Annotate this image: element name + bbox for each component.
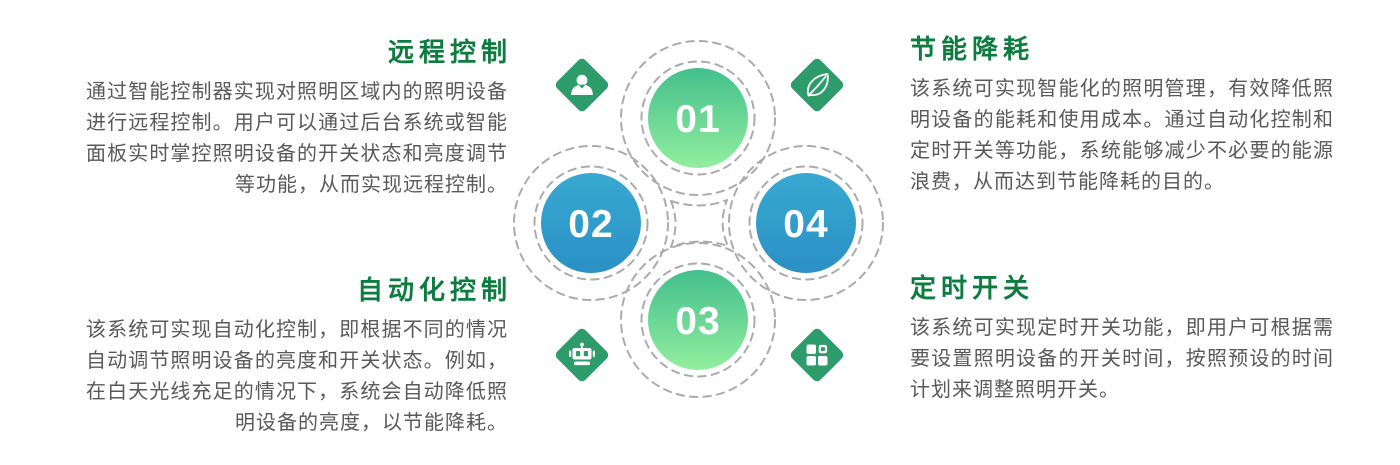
user-icon <box>571 74 593 95</box>
inner-dashed-ring-02 <box>533 165 649 281</box>
feature-body-energy-saving: 该系统可实现智能化的照明管理，有效降低照明设备的能耗和使用成本。通过自动化控制和… <box>910 78 1334 193</box>
feature-title-automation-control: 自动化控制 <box>356 275 512 305</box>
feature-body-automation-control: 该系统可实现自动化控制，即根据不同的情况自动调节照明设备的亮度和开关状态。例如，… <box>86 319 508 434</box>
feature-body-remote-control: 通过智能控制器实现对照明区域内的照明设备进行远程控制。用户可以通过后台系统或智能… <box>86 81 508 196</box>
center-diagram: 01 02 04 03 <box>500 0 900 465</box>
diamond-badge-bottom-right <box>790 328 844 382</box>
apps-grid-icon <box>806 344 828 366</box>
outer-dashed-ring-04 <box>728 145 884 301</box>
feature-block-timed-switch: 定时开关 该系统可实现定时开关功能，即用户可根据需要设置照明设备的开关时间，按照… <box>910 274 1334 406</box>
diamond-badge-top-right <box>790 58 844 112</box>
robot-icon <box>569 342 595 366</box>
feature-title-timed-switch: 定时开关 <box>910 273 1035 303</box>
feature-body-timed-switch: 该系统可实现定时开关功能，即用户可根据需要设置照明设备的开关时间，按照预设的时间… <box>910 317 1334 401</box>
node-circle-03 <box>648 270 748 370</box>
outer-dashed-ring-03 <box>620 242 776 398</box>
feature-block-remote-control: 远程控制 通过智能控制器实现对照明区域内的照明设备进行远程控制。用户可以通过后台… <box>86 38 507 201</box>
center-dashed-square <box>670 199 729 248</box>
inner-dashed-ring-03 <box>640 262 756 378</box>
node-circle-02 <box>541 173 641 273</box>
node-number-04: 04 <box>783 203 828 246</box>
leaf-icon <box>807 73 829 97</box>
feature-title-remote-control: 远程控制 <box>387 37 512 67</box>
node-number-01: 01 <box>675 98 720 141</box>
node-number-03: 03 <box>675 300 720 343</box>
inner-dashed-ring-04 <box>748 165 864 281</box>
feature-block-automation-control: 自动化控制 该系统可实现自动化控制，即根据不同的情况自动调节照明设备的亮度和开关… <box>86 276 507 439</box>
outer-dashed-ring-01 <box>620 40 776 196</box>
feature-title-energy-saving: 节能降耗 <box>910 34 1035 64</box>
inner-dashed-ring-01 <box>640 60 756 176</box>
node-number-02: 02 <box>568 203 613 246</box>
feature-block-energy-saving: 节能降耗 该系统可实现智能化的照明管理，有效降低照明设备的能耗和使用成本。通过自… <box>910 35 1334 198</box>
node-circle-01 <box>648 68 748 168</box>
node-circle-04 <box>756 173 856 273</box>
outer-dashed-ring-02 <box>513 145 669 301</box>
